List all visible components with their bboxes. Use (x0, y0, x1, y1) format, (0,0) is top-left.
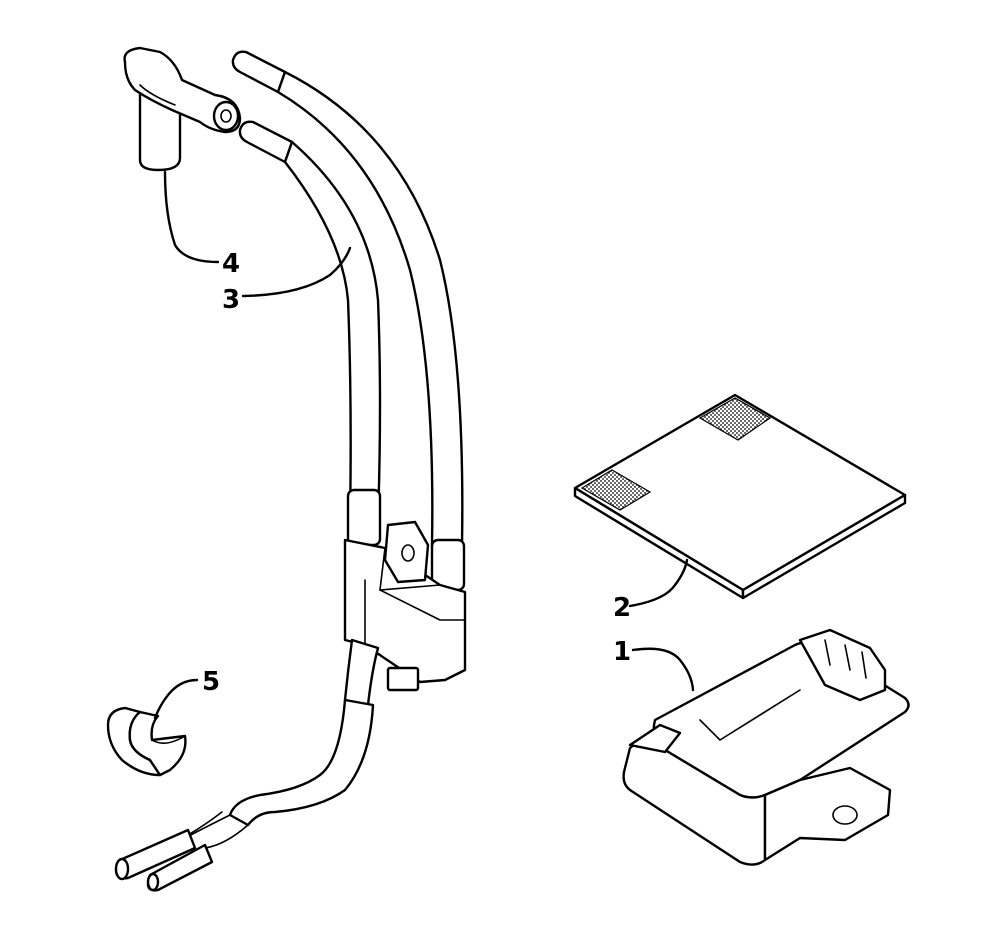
callout-2: 2 (613, 593, 631, 623)
cdi-module-icon (622, 628, 910, 866)
callout-5: 5 (202, 667, 220, 697)
ignition-coil-icon (114, 50, 467, 892)
callout-1: 1 (613, 637, 631, 667)
callout-4: 4 (222, 249, 240, 279)
leader-line-2 (628, 558, 689, 608)
leader-line-1 (631, 647, 695, 692)
leader-line-4 (163, 170, 220, 264)
wire-clip-icon (106, 706, 187, 777)
leader-line-3 (241, 246, 352, 298)
insulator-pad-icon (573, 393, 907, 600)
leader-line-5 (153, 678, 199, 720)
leader-lines (153, 170, 695, 720)
callout-3: 3 (222, 285, 240, 315)
spark-plug-cap-icon (123, 46, 242, 172)
